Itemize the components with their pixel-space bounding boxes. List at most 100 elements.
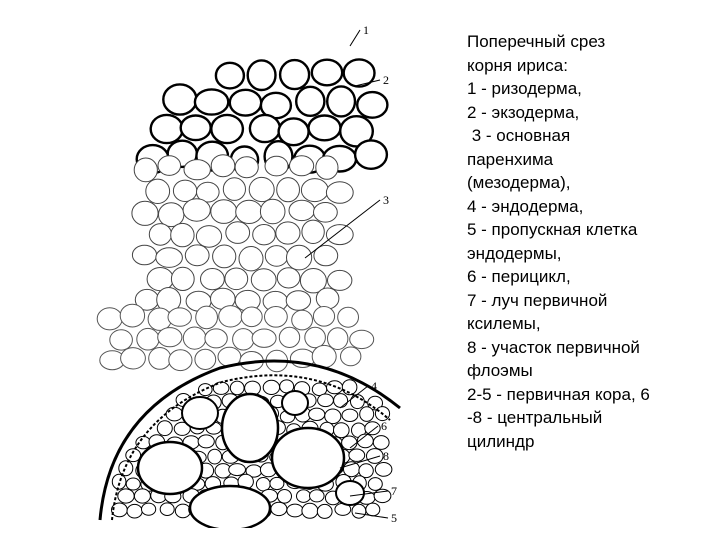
cell bbox=[199, 384, 213, 396]
cell bbox=[149, 348, 171, 370]
cell bbox=[327, 86, 355, 116]
cell bbox=[276, 222, 300, 244]
caption-line: 6 - перицикл, bbox=[467, 265, 712, 289]
caption-line: -8 - центральный bbox=[467, 406, 712, 430]
cell bbox=[290, 156, 314, 176]
caption-line: цилиндр bbox=[467, 430, 712, 454]
cell bbox=[342, 436, 357, 450]
figure-label-number: 4 bbox=[371, 379, 377, 393]
xylem-vessel bbox=[336, 481, 364, 505]
cell bbox=[278, 490, 292, 504]
cell bbox=[286, 291, 310, 311]
cell bbox=[223, 178, 245, 201]
cell bbox=[183, 199, 210, 221]
cell bbox=[368, 478, 382, 491]
cell bbox=[132, 245, 156, 265]
caption-line: 3 - основная bbox=[467, 124, 712, 148]
cell bbox=[277, 268, 300, 288]
xylem-vessel bbox=[222, 394, 278, 462]
cell bbox=[309, 408, 325, 420]
cell bbox=[271, 502, 287, 515]
cell bbox=[142, 503, 156, 515]
caption-line: эндодермы, bbox=[467, 242, 712, 266]
cell bbox=[289, 200, 315, 220]
figure-caption: Поперечный срез корня ириса: 1 - ризодер… bbox=[467, 30, 712, 453]
cell bbox=[173, 180, 196, 201]
cell bbox=[110, 330, 133, 350]
cell bbox=[313, 307, 334, 327]
cell bbox=[230, 381, 244, 395]
cell bbox=[229, 464, 246, 476]
cell bbox=[373, 436, 389, 450]
cell bbox=[302, 503, 318, 518]
cell bbox=[265, 156, 288, 176]
cell bbox=[183, 327, 206, 349]
cell bbox=[366, 503, 380, 516]
cell bbox=[352, 504, 366, 518]
cell bbox=[350, 330, 374, 348]
caption-line: корня ириса: bbox=[467, 54, 712, 78]
cell bbox=[355, 140, 387, 168]
cell bbox=[250, 115, 280, 142]
figure-label-number: 7 bbox=[391, 484, 397, 498]
cell bbox=[328, 328, 348, 350]
cell bbox=[297, 490, 311, 503]
cell bbox=[233, 329, 254, 350]
caption-line: 2-5 - первичная кора, 6 bbox=[467, 383, 712, 407]
cell bbox=[326, 182, 353, 204]
cell bbox=[159, 203, 184, 227]
cell bbox=[112, 474, 126, 489]
cell bbox=[328, 270, 352, 290]
cell bbox=[334, 423, 350, 438]
cell bbox=[198, 435, 214, 448]
caption-line: 1 - ризодерма, bbox=[467, 77, 712, 101]
figure-label-number: 2 bbox=[383, 73, 389, 87]
cell bbox=[213, 245, 236, 268]
cell bbox=[374, 489, 391, 502]
caption-line: 7 - луч первичной bbox=[467, 289, 712, 313]
cell bbox=[158, 328, 182, 347]
cell bbox=[301, 179, 328, 202]
cell bbox=[97, 308, 122, 330]
cell bbox=[134, 158, 157, 182]
cell bbox=[280, 60, 309, 89]
cell bbox=[287, 245, 312, 270]
cell bbox=[196, 226, 221, 248]
cell bbox=[181, 116, 211, 141]
cell bbox=[302, 220, 324, 243]
cell bbox=[118, 489, 134, 503]
cell bbox=[326, 225, 353, 245]
cell bbox=[256, 478, 270, 491]
cell bbox=[317, 504, 332, 518]
cell bbox=[175, 504, 190, 518]
cell bbox=[185, 245, 209, 266]
cell bbox=[277, 178, 300, 202]
cell bbox=[149, 224, 171, 246]
cell bbox=[208, 449, 222, 464]
caption-line: 4 - эндодерма, bbox=[467, 195, 712, 219]
cell bbox=[367, 449, 384, 464]
cell bbox=[253, 225, 276, 245]
figure-label-number: 6 bbox=[381, 419, 387, 433]
cell bbox=[305, 327, 326, 347]
cell bbox=[196, 306, 218, 329]
cell bbox=[265, 307, 288, 328]
cell bbox=[211, 200, 237, 224]
cell bbox=[160, 503, 174, 516]
cell bbox=[279, 327, 299, 347]
cell bbox=[349, 449, 365, 461]
cell bbox=[342, 409, 358, 421]
cell bbox=[292, 310, 313, 330]
caption-line: флоэмы bbox=[467, 359, 712, 383]
xylem-vessel bbox=[282, 391, 308, 415]
cell bbox=[195, 89, 228, 114]
cell bbox=[225, 268, 248, 290]
leader-line bbox=[350, 30, 360, 46]
cell bbox=[310, 490, 325, 502]
cell bbox=[211, 115, 243, 143]
cell bbox=[137, 328, 159, 350]
cell bbox=[334, 394, 348, 408]
cell bbox=[236, 200, 263, 223]
cell bbox=[309, 116, 341, 141]
